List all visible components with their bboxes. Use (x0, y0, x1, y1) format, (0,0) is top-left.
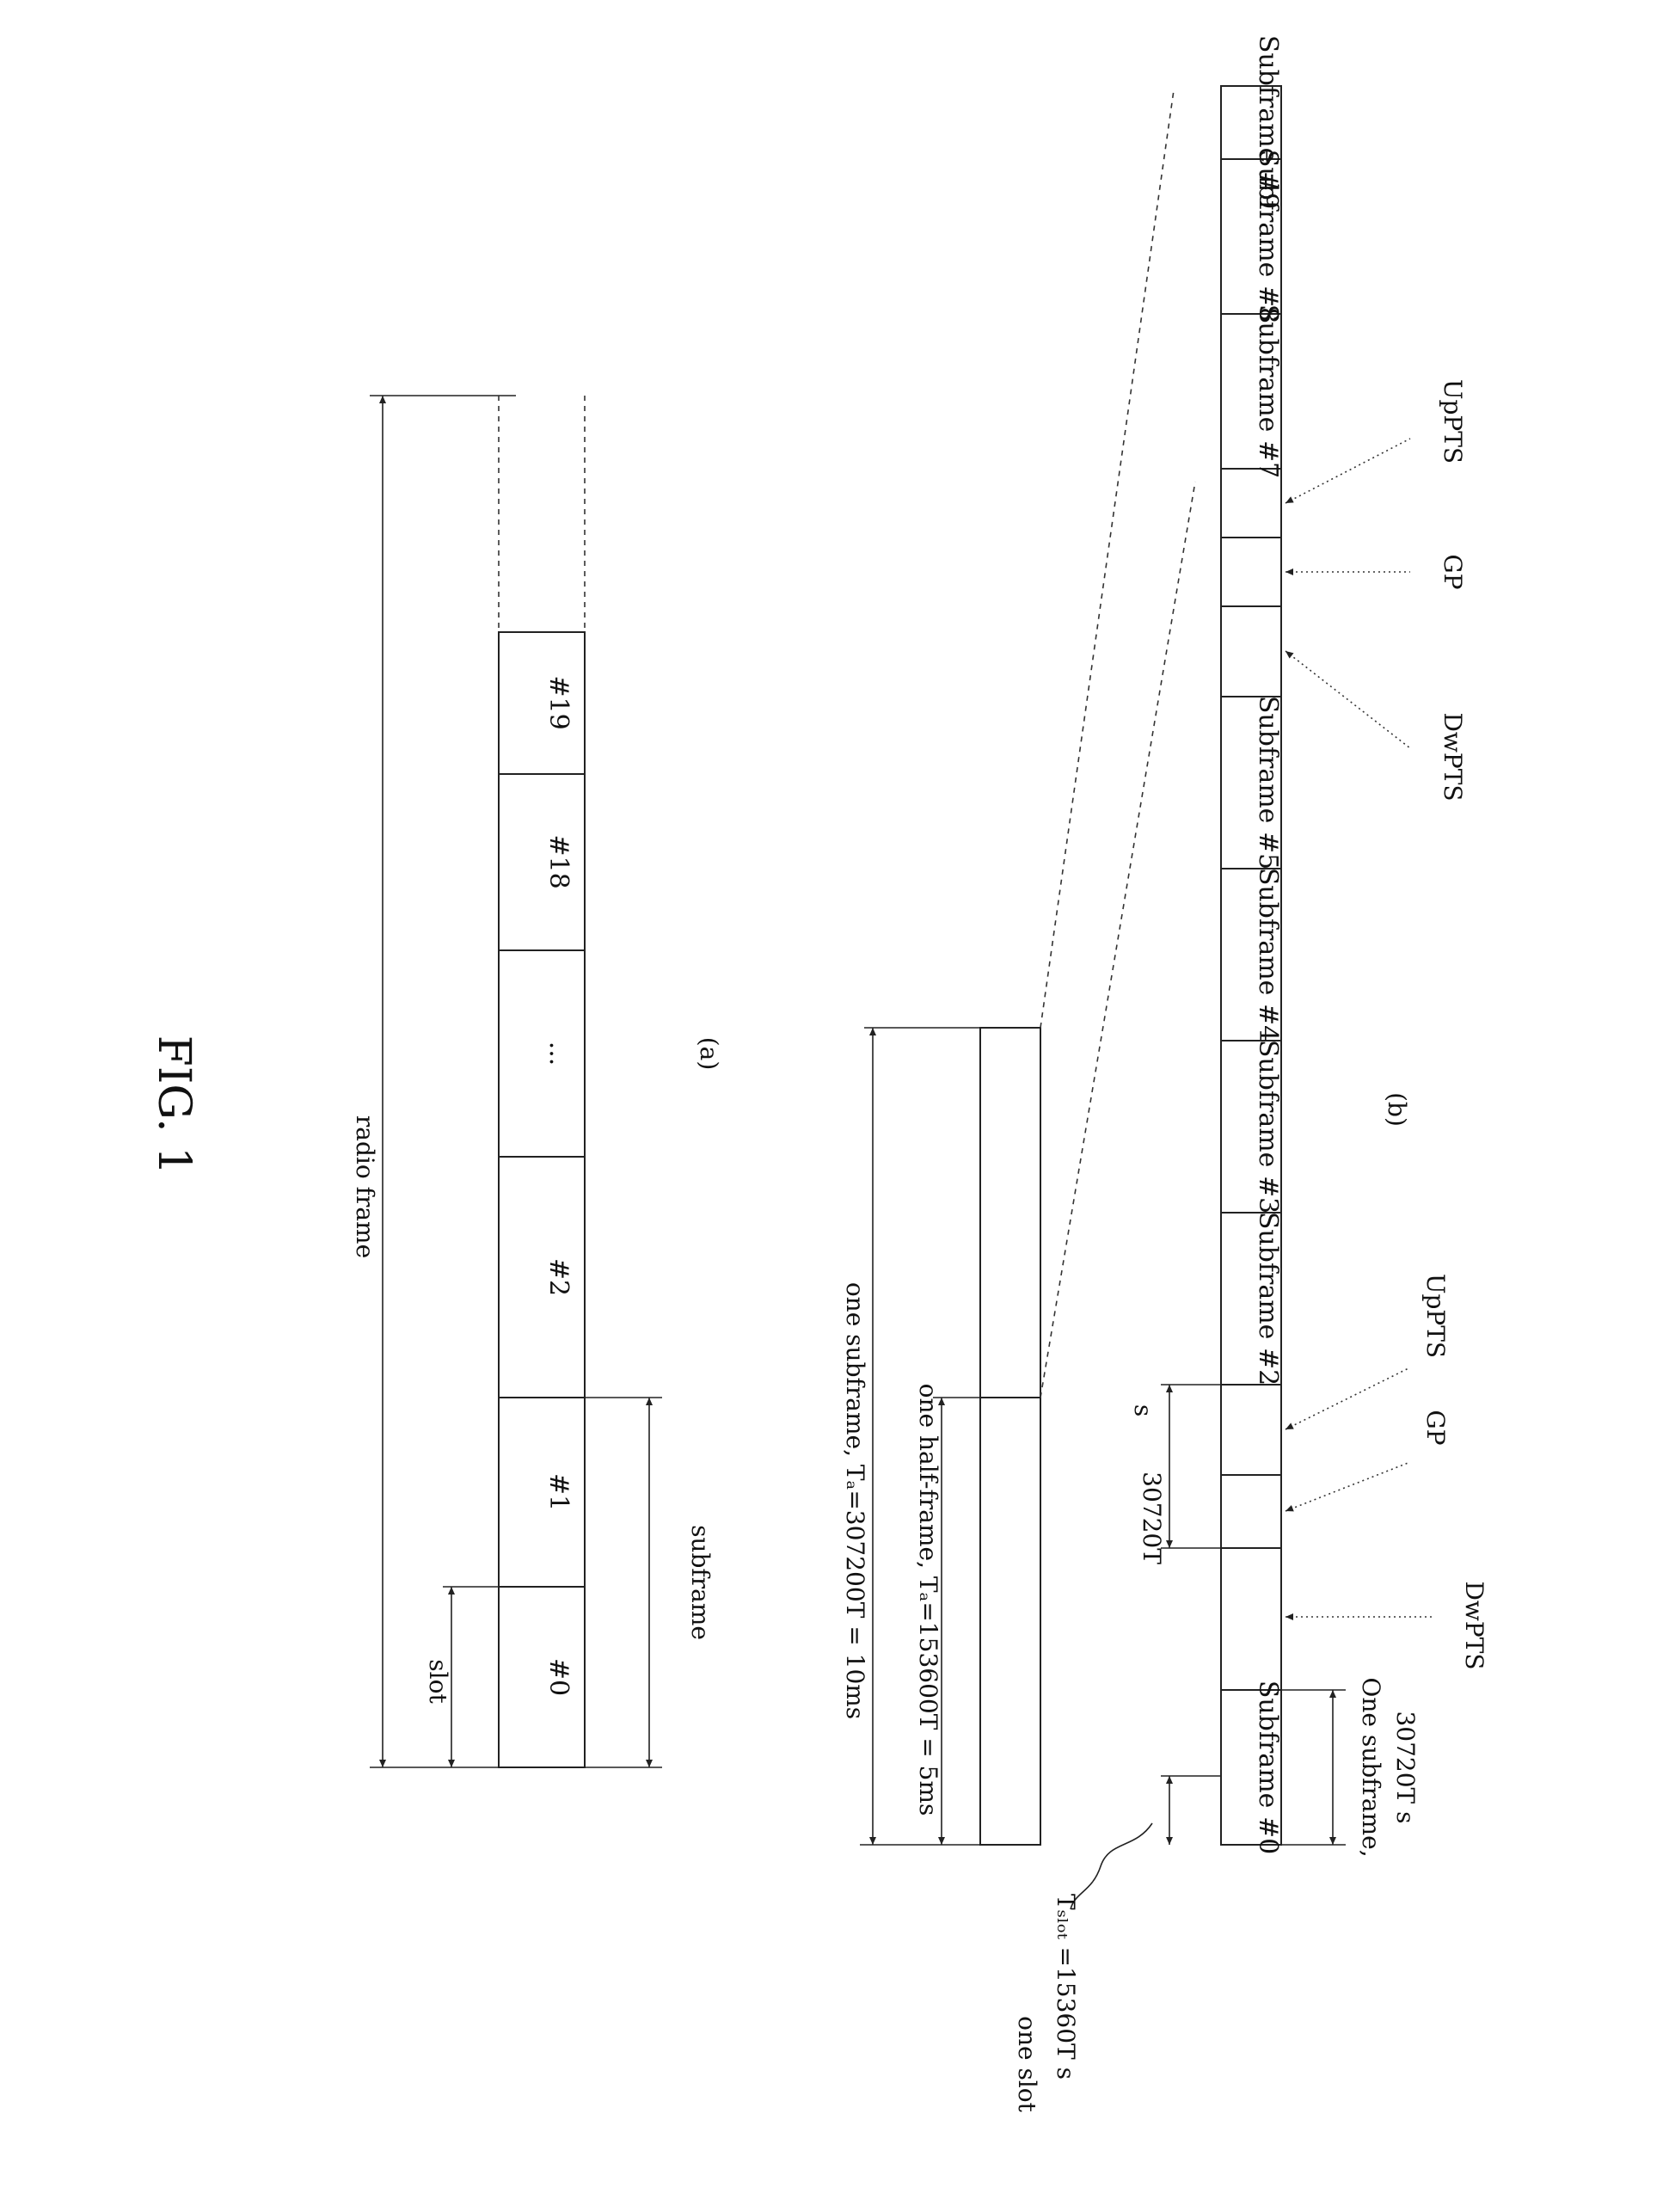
gp-label-1: GP (1421, 1410, 1450, 1445)
subframe-5-label: Subframe #5 (1253, 696, 1283, 869)
subframe-9-label: Subframe #9 (1253, 35, 1283, 209)
uppts-label-2: UpPTS (1439, 379, 1467, 464)
dwpts-label-2: DwPTS (1439, 712, 1467, 801)
subframe-7-label: Subframe #7 (1253, 304, 1283, 478)
slot-cell-1-label: #1 (543, 1473, 574, 1511)
slot-cell-19-label: #19 (543, 675, 574, 729)
slot-cell-18-label: #18 (543, 834, 574, 888)
special-gp-2 (1221, 538, 1281, 606)
subframe-duration-label: 30720T s (1391, 1711, 1420, 1823)
slot-label: slot (424, 1659, 452, 1704)
slot-cell-0-label: #0 (543, 1658, 574, 1696)
dwpts-label-1: DwPTS (1460, 1581, 1488, 1669)
part-b-caption: (b) (1383, 1092, 1411, 1127)
one-slot-label: one slot (1013, 2016, 1041, 2113)
special-uppts-2 (1221, 469, 1281, 538)
special-uppts-1 (1221, 1385, 1281, 1475)
uppts-label-1: UpPTS (1421, 1274, 1450, 1358)
slot-cell-ellipsis-label: ... (543, 1041, 574, 1066)
figure-title: FIG. 1 (148, 1035, 199, 1175)
part-a-caption: (a) (695, 1037, 723, 1071)
subframe-label: subframe (686, 1525, 715, 1640)
special-dwpts-2 (1221, 606, 1281, 697)
subframe-0-label: Subframe #0 (1253, 1681, 1283, 1854)
part-b: one subframe, Tₐ=307200T = 10ms one half… (841, 35, 1488, 2113)
frame-duration-label: one subframe, Tₐ=307200T = 10ms (841, 1282, 869, 1719)
half-frame-box-1 (980, 1398, 1040, 1845)
slot-cell-2-label: #2 (543, 1258, 574, 1296)
half-frame-box-2 (980, 1028, 1040, 1398)
subframe-4-label: Subframe #4 (1253, 868, 1283, 1041)
special-gp-1 (1221, 1475, 1281, 1548)
part-a: radio frame slot subframe #0 #1 #2 ... #… (351, 396, 723, 1767)
special-dwpts-1 (1221, 1548, 1281, 1690)
half-frame-duration-label: one half-frame, Tₐ=153600T = 5ms (914, 1384, 942, 1816)
slot-duration-label: Tₛₗₒₜ =15360T s (1052, 1894, 1080, 2080)
gp-label-2: GP (1439, 554, 1467, 589)
special-span-label: 30720T (1138, 1472, 1166, 1564)
subframe-3-label: Subframe #3 (1253, 1040, 1283, 1214)
subframe-2-label: Subframe #2 (1253, 1212, 1283, 1386)
radio-frame-label: radio frame (351, 1115, 379, 1258)
special-span-unit: s (1129, 1404, 1157, 1416)
one-subframe-label: One subframe, (1357, 1677, 1385, 1857)
